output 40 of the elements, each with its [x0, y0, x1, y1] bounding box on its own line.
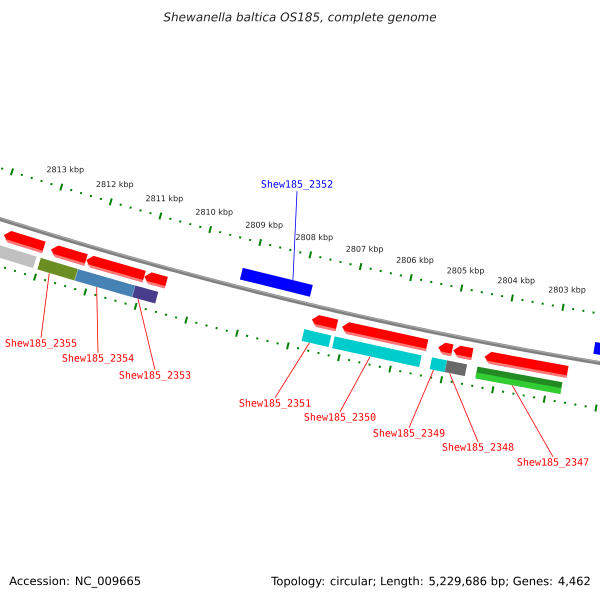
leader-line	[96, 286, 98, 354]
gene-bar	[302, 329, 332, 348]
gene-bar	[240, 268, 313, 297]
scale-label: 2804 kbp	[498, 277, 535, 285]
title: Shewanella baltica OS185, complete genome	[163, 12, 436, 24]
gene-label: Shew185_2348	[442, 443, 514, 453]
leader-line	[292, 190, 298, 280]
scale-label: 2806 kbp	[396, 256, 434, 265]
gene-label: Shew185_2352	[262, 180, 332, 190]
gene-label: Shew185_2355	[6, 339, 76, 349]
gene-bar	[444, 360, 468, 376]
gene-bar	[37, 258, 78, 280]
scale-label: 2809 kbp	[246, 222, 283, 230]
gene-label: Shew185_2353	[120, 371, 190, 381]
scale-label: 2813 kbp	[47, 166, 84, 174]
scale-label: 2803 kbp	[548, 286, 586, 294]
gene-bar	[74, 269, 136, 298]
scale-label: 2812 kbp	[96, 181, 134, 189]
gene-label: Shew185_2350	[304, 413, 376, 423]
gene-bar	[332, 336, 422, 368]
scale-label: 2807 kbp	[346, 246, 383, 254]
gene-label: Shew185_2347	[518, 458, 588, 468]
gene-label: Shew185_2349	[374, 429, 444, 439]
scale-label: 2805 kbp	[447, 267, 484, 276]
leader-line	[449, 372, 478, 442]
leader-line	[40, 272, 50, 338]
accession-text: Accession: NC_009665	[9, 576, 140, 588]
gene-bar	[430, 357, 448, 372]
gene-label: Shew185_2354	[62, 354, 134, 364]
gene-bar	[475, 366, 562, 394]
leader-line	[340, 356, 370, 412]
leader-line	[408, 370, 434, 428]
gene-label: Shew185_2351	[240, 399, 310, 409]
leader-line	[274, 342, 310, 398]
scale-label: 2810 kbp	[196, 208, 233, 216]
scale-label: 2808 kbp	[296, 234, 333, 242]
leader-line	[512, 385, 554, 458]
genome-info-text: Topology: circular; Length: 5,229,686 bp; Genes: 4,462	[271, 576, 590, 588]
scale-label: 2811 kbp	[146, 195, 183, 203]
gene-bar	[132, 286, 158, 304]
